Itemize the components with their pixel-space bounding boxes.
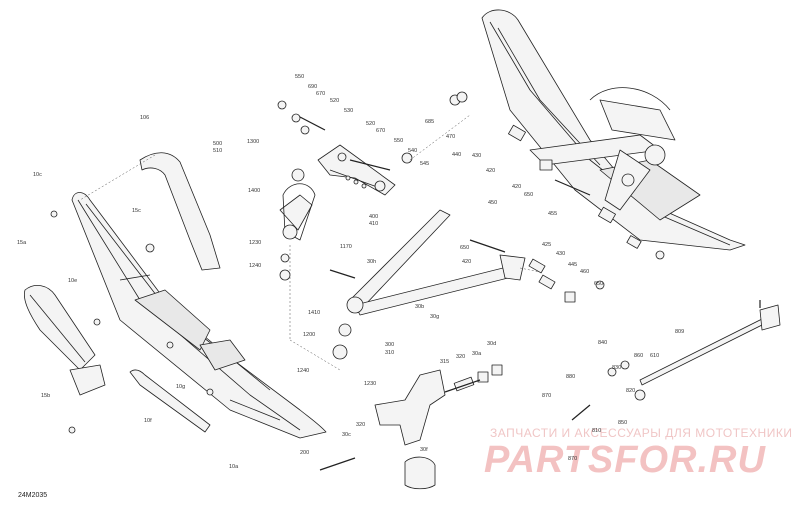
callout-470: 470 (446, 134, 455, 140)
carbide-runner (129, 369, 211, 433)
callout-520a: 520 (330, 98, 339, 104)
callout-30b: 30b (415, 304, 424, 310)
callout-460: 460 (580, 269, 589, 275)
callout-1170: 1170 (340, 244, 352, 250)
callout-1410: 1410 (308, 310, 320, 316)
callout-850: 850 (618, 420, 627, 426)
callout-1240b: 1240 (297, 368, 309, 374)
callout-670a: 670 (316, 91, 325, 97)
ski-left (71, 192, 327, 439)
watermark-logo: PARTSFOR.RU (484, 439, 766, 481)
callout-610: 610 (650, 353, 659, 359)
watermark-tagline: ЗАПЧАСТИ И АКСЕССУАРЫ ДЛЯ МОТОТЕХНИКИ (490, 426, 792, 440)
callout-1230b: 1230 (364, 381, 376, 387)
callout-1300: 1300 (247, 139, 259, 145)
callout-450: 450 (488, 200, 497, 206)
callout-820: 820 (626, 388, 635, 394)
callout-860: 860 (634, 353, 643, 359)
callout-510: 510 (213, 148, 222, 154)
callout-310: 310 (385, 350, 394, 356)
callout-430a: 430 (472, 153, 481, 159)
callout-550a: 550 (295, 74, 304, 80)
callout-685: 685 (425, 119, 434, 125)
callout-500: 500 (213, 141, 222, 147)
callout-106: 106 (140, 115, 149, 121)
callout-520b: 520 (366, 121, 375, 127)
callout-445: 445 (568, 262, 577, 268)
callout-830: 830 (612, 365, 621, 371)
callout-690: 690 (308, 84, 317, 90)
ski-handle (139, 152, 221, 271)
callout-1200: 1200 (303, 332, 315, 338)
callout-670b: 670 (376, 128, 385, 134)
callout-10e: 10e (68, 278, 77, 284)
callout-30f: 30f (420, 447, 428, 453)
callout-550b: 550 (394, 138, 403, 144)
callout-300: 300 (385, 342, 394, 348)
callout-545: 545 (420, 161, 429, 167)
callout-15c: 15c (132, 208, 141, 214)
callout-30c: 30c (342, 432, 351, 438)
callout-650a: 650 (524, 192, 533, 198)
callout-10g: 10g (176, 384, 185, 390)
upper-a-arm (317, 144, 396, 196)
callout-420c: 420 (462, 259, 471, 265)
ski-protector (23, 285, 96, 371)
callout-430b: 430 (556, 251, 565, 257)
callout-650c: 650 (594, 281, 603, 287)
suspension-assembly-right (529, 87, 676, 211)
callout-840: 840 (598, 340, 607, 346)
callout-420b: 420 (512, 184, 521, 190)
callout-30a: 30a (472, 351, 482, 357)
callout-400: 400 (369, 214, 378, 220)
callout-200: 200 (300, 450, 309, 456)
callout-30g: 30g (430, 314, 439, 320)
callout-650b: 650 (460, 245, 469, 251)
callout-880: 880 (566, 374, 575, 380)
callout-870: 870 (542, 393, 551, 399)
callout-455: 455 (548, 211, 557, 217)
callout-10f: 10f (144, 418, 152, 424)
callout-530: 530 (344, 108, 353, 114)
callout-870b: 870 (568, 456, 577, 462)
callout-10c: 10c (33, 172, 42, 178)
spindle (374, 369, 446, 446)
callout-410: 410 (369, 221, 378, 227)
callout-320: 320 (456, 354, 465, 360)
callout-30h: 30h (367, 259, 376, 265)
callout-15b: 15b (41, 393, 50, 399)
callout-320b: 320 (356, 422, 365, 428)
callout-1240a: 1240 (249, 263, 261, 269)
callout-809: 809 (675, 329, 684, 335)
callout-440: 440 (452, 152, 461, 158)
callout-420a: 420 (486, 168, 495, 174)
callout-15a: 15a (17, 240, 27, 246)
callout-810: 810 (592, 428, 601, 434)
callout-315: 315 (440, 359, 449, 365)
callout-425: 425 (542, 242, 551, 248)
callout-30d: 30d (487, 341, 496, 347)
callout-540: 540 (408, 148, 417, 154)
callout-1230a: 1230 (249, 240, 261, 246)
callout-1400: 1400 (248, 188, 260, 194)
tie-rod (639, 314, 773, 386)
callout-10a: 10a (229, 464, 239, 470)
diagram-code: 24M2035 (18, 492, 47, 499)
